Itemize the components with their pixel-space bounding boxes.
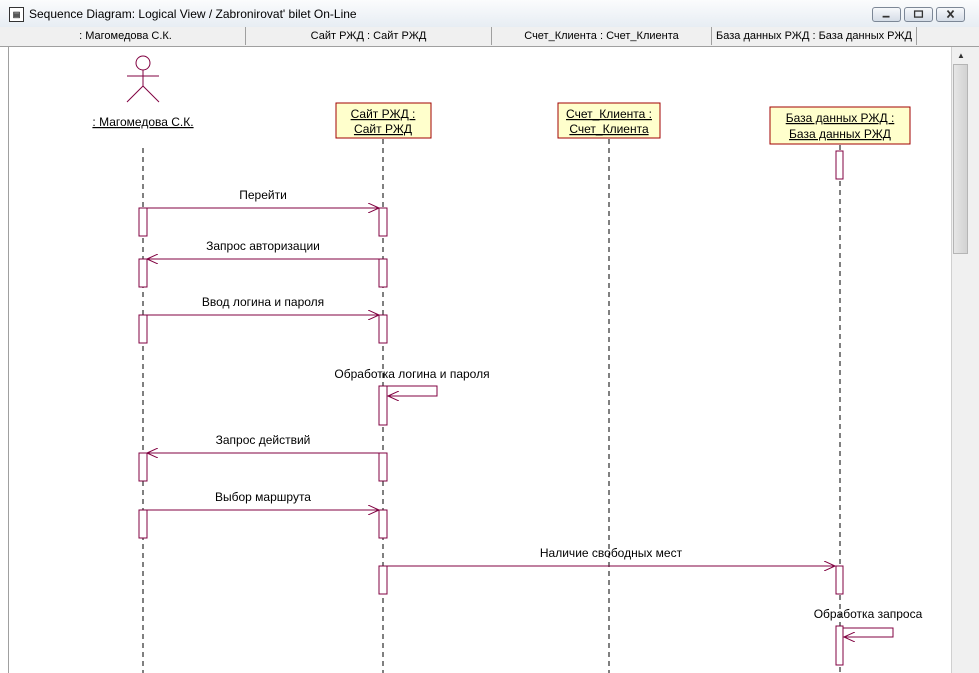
activation[interactable] [138, 258, 148, 288]
activation[interactable] [835, 625, 844, 666]
title-bar: ▤ Sequence Diagram: Logical View / Zabro… [0, 0, 979, 28]
header-database[interactable]: База данных РЖД : База данных РЖД [712, 27, 917, 45]
window-title: Sequence Diagram: Logical View / Zabroni… [29, 7, 357, 21]
message-label-auth-request: Запрос авторизации [206, 239, 320, 253]
message-label-login: Ввод логина и пароля [202, 295, 324, 309]
actor-figure[interactable] [126, 55, 160, 103]
message-arrow-process-login[interactable] [387, 385, 438, 396]
scrollbar-thumb[interactable] [953, 64, 968, 254]
message-label-go: Перейти [239, 188, 287, 202]
object-account[interactable]: Счет_Клиента : Счет_Клиента [557, 102, 661, 139]
message-label-route: Выбор маршрута [215, 490, 311, 504]
activation[interactable] [378, 509, 388, 539]
header-account[interactable]: Счет_Клиента : Счет_Клиента [492, 27, 712, 45]
activation[interactable] [835, 565, 844, 595]
activation[interactable] [378, 565, 388, 595]
window-border [970, 47, 979, 673]
activation[interactable] [378, 385, 388, 426]
scroll-up-icon[interactable]: ▲ [957, 51, 965, 60]
maximize-icon [913, 10, 924, 18]
activation[interactable] [378, 258, 388, 288]
close-button[interactable] [936, 7, 965, 22]
object-site-name: Сайт РЖД : [351, 107, 416, 121]
message-label-action-request: Запрос действий [216, 433, 311, 447]
activation[interactable] [835, 150, 844, 180]
minimize-icon [882, 15, 890, 18]
lifeline-header-bar: : Магомедова С.К. Сайт РЖД : Сайт РЖД Сч… [0, 27, 979, 47]
header-site[interactable]: Сайт РЖД : Сайт РЖД [246, 27, 492, 45]
diagram-icon: ▤ [9, 7, 24, 22]
diagram-canvas[interactable]: : Магомедова С.К. Сайт РЖД : Сайт РЖД Сч… [8, 47, 951, 673]
message-label-process-login: Обработка логина и пароля [334, 367, 489, 381]
vertical-scrollbar[interactable]: ▲ [951, 47, 970, 673]
message-arrow-process-request[interactable] [843, 627, 894, 637]
object-database-class: База данных РЖД [789, 127, 891, 141]
activation[interactable] [378, 452, 388, 482]
object-site-class: Сайт РЖД [354, 122, 412, 136]
activation[interactable] [138, 509, 148, 539]
maximize-button[interactable] [904, 7, 933, 22]
activation[interactable] [378, 314, 388, 344]
object-database[interactable]: База данных РЖД : База данных РЖД [769, 106, 911, 145]
activation[interactable] [138, 314, 148, 344]
message-label-seats: Наличие свободных мест [540, 546, 683, 560]
activation[interactable] [138, 452, 148, 482]
actor-label: : Магомедова С.К. [92, 115, 193, 129]
close-icon [946, 10, 955, 19]
object-database-name: База данных РЖД : [786, 111, 895, 125]
object-account-name: Счет_Клиента : [566, 107, 652, 121]
object-account-class: Счет_Клиента [569, 122, 649, 136]
minimize-button[interactable] [872, 7, 901, 22]
activation[interactable] [138, 207, 148, 237]
message-label-process-request: Обработка запроса [814, 607, 923, 621]
object-site[interactable]: Сайт РЖД : Сайт РЖД [335, 102, 432, 139]
activation[interactable] [378, 207, 388, 237]
header-actor[interactable]: : Магомедова С.К. [6, 27, 246, 45]
